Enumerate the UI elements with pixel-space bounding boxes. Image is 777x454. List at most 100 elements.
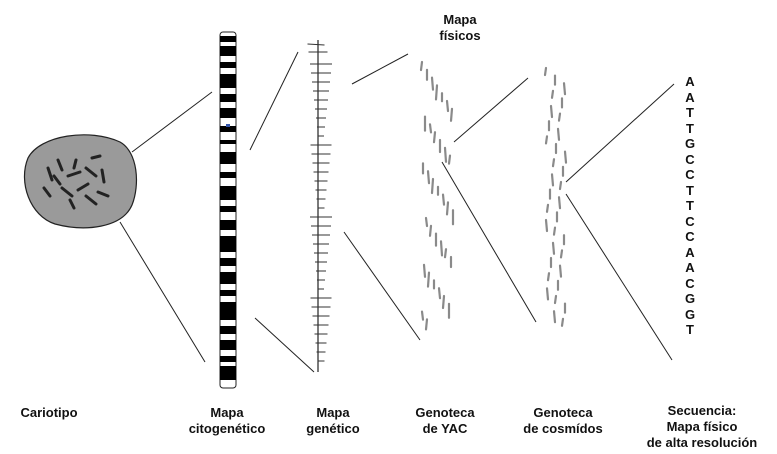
cosmid-clone bbox=[544, 135, 549, 145]
chromosome-band bbox=[220, 140, 236, 144]
connector-genetic-top bbox=[351, 53, 409, 85]
yac-clone bbox=[424, 216, 429, 228]
connector-yac-bottom bbox=[441, 161, 537, 323]
connector-lines bbox=[119, 51, 675, 373]
cosmid-clone bbox=[552, 226, 557, 236]
yac-clone bbox=[439, 240, 444, 257]
chromosome-bands bbox=[220, 36, 236, 380]
cosmid-clone bbox=[559, 249, 564, 259]
chromosome-band bbox=[220, 220, 236, 230]
sequence-base: A bbox=[685, 89, 695, 105]
connector-chrom-bottom bbox=[254, 317, 315, 373]
yac-clone bbox=[428, 123, 433, 134]
sequence-base: C bbox=[685, 229, 695, 244]
yac-clone bbox=[422, 263, 427, 278]
cosmid-clone bbox=[546, 272, 551, 282]
yac-clone bbox=[432, 131, 437, 144]
chromosome-band bbox=[220, 302, 236, 320]
yac-clone bbox=[428, 224, 433, 237]
yac-clone bbox=[441, 294, 446, 310]
sequence-base: C bbox=[685, 213, 695, 229]
yac-clone bbox=[426, 271, 431, 288]
centromere-mark bbox=[226, 124, 230, 127]
chromosome-band bbox=[220, 74, 236, 88]
yac-clone bbox=[445, 99, 450, 113]
chromosome-band bbox=[220, 206, 236, 212]
karyotype-chromosomes bbox=[42, 154, 110, 210]
cosmid-clone bbox=[551, 241, 556, 255]
yac-clone bbox=[430, 177, 435, 195]
cosmid-clone bbox=[562, 82, 567, 96]
chromosome-band bbox=[220, 258, 236, 266]
connector-cosmid-top bbox=[565, 83, 675, 183]
connector-yac-top bbox=[453, 77, 529, 143]
chromosome-band bbox=[220, 46, 236, 56]
chromosome-band bbox=[220, 236, 236, 252]
sequence-base: T bbox=[686, 198, 694, 213]
cosmid-clone bbox=[549, 104, 554, 119]
connector-cell-bottom bbox=[119, 221, 206, 363]
label-karyotype: Cariotipo bbox=[20, 405, 78, 420]
yac-clone bbox=[445, 201, 450, 216]
connector-genetic-bottom bbox=[343, 231, 421, 341]
cosmid-clone bbox=[563, 150, 568, 164]
chromosome-band bbox=[220, 340, 236, 350]
chromosome-band bbox=[220, 290, 236, 296]
cosmid-clone bbox=[545, 287, 550, 301]
genetic-map bbox=[307, 40, 332, 372]
chromosome-band bbox=[220, 62, 236, 68]
chromosome-band bbox=[220, 94, 236, 102]
yac-clone bbox=[434, 84, 439, 101]
sequence-base: C bbox=[685, 167, 695, 182]
sequence-base: A bbox=[685, 244, 695, 260]
cosmid-clone bbox=[550, 173, 555, 187]
yac-clone bbox=[443, 146, 448, 163]
sequence-base: G bbox=[684, 291, 696, 306]
sequence-base: C bbox=[685, 151, 695, 167]
chromosome-band bbox=[220, 36, 236, 42]
yac-clone bbox=[449, 107, 454, 122]
chromosome-band bbox=[220, 186, 236, 200]
sequence-base: T bbox=[686, 182, 694, 198]
cosmid-clones bbox=[543, 66, 568, 327]
cosmid-clone bbox=[544, 218, 549, 233]
sequence-base: A bbox=[685, 74, 695, 89]
cosmid-clone bbox=[550, 89, 555, 99]
karyotype-cell bbox=[23, 134, 138, 229]
chromosome-band bbox=[220, 366, 236, 380]
cosmid-clone bbox=[552, 310, 557, 324]
chromosome-band bbox=[220, 172, 236, 178]
cosmid-clone bbox=[557, 196, 562, 210]
cosmid-clone bbox=[553, 294, 558, 305]
cosmid-clone bbox=[557, 112, 562, 122]
chromosome-band bbox=[220, 272, 236, 284]
chromosome-band bbox=[220, 126, 236, 132]
sequence-base: A bbox=[685, 260, 695, 275]
yac-clone bbox=[426, 170, 431, 185]
yac-clone bbox=[443, 248, 448, 259]
connector-cell-top bbox=[131, 91, 213, 153]
cosmid-clone bbox=[545, 203, 550, 213]
connector-chrom-top bbox=[249, 51, 299, 151]
yac-clones bbox=[419, 60, 455, 331]
yac-clone bbox=[447, 154, 452, 165]
sequence-base: G bbox=[684, 136, 696, 151]
yac-clone bbox=[419, 60, 424, 72]
cosmid-clone bbox=[560, 317, 565, 327]
sequence-base: T bbox=[686, 322, 694, 337]
cytogenetic-chromosome bbox=[219, 31, 237, 389]
genetic-markers bbox=[307, 43, 332, 362]
cosmid-clone bbox=[551, 158, 556, 168]
yac-clone bbox=[441, 193, 446, 206]
chromosome-band bbox=[220, 326, 236, 334]
yac-clone bbox=[424, 318, 429, 331]
sequence-base: T bbox=[686, 120, 694, 136]
chromosome-band bbox=[220, 152, 236, 164]
